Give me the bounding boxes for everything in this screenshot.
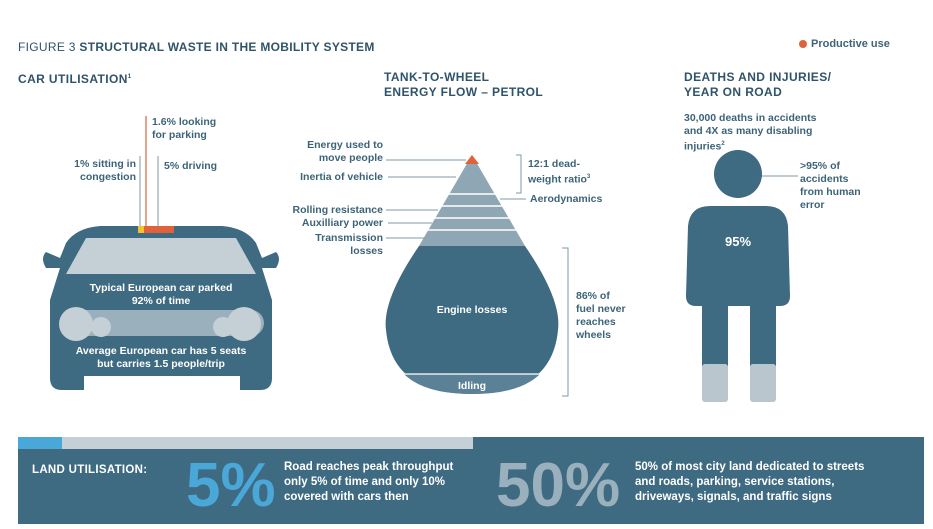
human-figure-illustration — [686, 150, 798, 402]
fuel-never-reaches-label: 86% of fuel never reaches wheels — [576, 290, 626, 341]
congestion-label: 1% sitting in congestion — [74, 158, 136, 183]
productive-use-legend-label: Productive use — [811, 38, 890, 50]
aerodynamics-label: Aerodynamics — [530, 193, 603, 205]
idling-label: Idling — [458, 380, 486, 392]
engine-losses-drop — [385, 246, 559, 394]
figure-left-leg-lower — [702, 364, 728, 402]
energy-people-label: Energy used to move people — [307, 139, 383, 164]
figure-head — [714, 150, 762, 198]
land-progress-track — [18, 437, 473, 449]
car-seat-4 — [227, 307, 261, 341]
figure-right-leg-lower — [750, 364, 776, 402]
car-windshield — [66, 238, 256, 274]
parking-label: 1.6% looking for parking — [152, 116, 217, 141]
driving-bar — [148, 226, 174, 233]
inertia-label: Inertia of vehicle — [300, 171, 383, 183]
parking-bar — [144, 226, 148, 233]
productive-energy-tip — [465, 155, 479, 164]
car-seat-1 — [59, 307, 93, 341]
transmission-losses-label: Transmission losses — [315, 232, 383, 257]
figure-title-text: STRUCTURAL WASTE IN THE MOBILITY SYSTEM — [79, 40, 375, 54]
human-error-pct: 95% — [724, 234, 752, 249]
congestion-bar — [138, 226, 144, 233]
productive-use-legend-dot — [799, 40, 807, 48]
land-utilisation-panel: LAND UTILISATION: 5% Road reaches peak t… — [18, 437, 924, 524]
auxiliary-power-label: Auxilliary power — [301, 217, 383, 229]
figure-label: FIGURE 3 — [18, 40, 76, 54]
land-utilisation-label: LAND UTILISATION: — [32, 464, 148, 476]
car-seat-2 — [91, 317, 111, 337]
idling-segment — [404, 374, 540, 394]
deaths-injuries-title: DEATHS AND INJURIES/ YEAR ON ROAD — [684, 70, 832, 99]
stat-5-percent: 5% — [186, 451, 276, 520]
rolling-resistance-label: Rolling resistance — [292, 204, 383, 216]
stat-50-description: 50% of most city land dedicated to stree… — [635, 461, 865, 503]
engine-losses-label: Engine losses — [436, 304, 508, 316]
deaths-label: 30,000 deaths in accidents and 4X as man… — [684, 112, 817, 153]
human-error-label: >95% of accidents from human error — [800, 160, 861, 211]
car-seats-band — [60, 310, 264, 336]
energy-drop-illustration — [385, 154, 569, 397]
tank-to-wheel-title: TANK-TO-WHEEL ENERGY FLOW – PETROL — [384, 70, 544, 99]
stat-50-percent: 50% — [496, 451, 621, 520]
car-illustration — [43, 116, 279, 390]
figure-title: FIGURE 3 STRUCTURAL WASTE IN THE MOBILIT… — [18, 40, 375, 54]
parked-time-label: Typical European car parked 92% of time — [89, 282, 233, 307]
energy-pyramid — [419, 155, 525, 246]
deadweight-ratio-label: 12:1 dead- weight ratio3 — [528, 158, 591, 186]
driving-label: 5% driving — [164, 160, 218, 172]
car-utilisation-title: CAR UTILISATION1 — [18, 72, 132, 86]
land-progress-fill — [18, 437, 62, 449]
figure-body — [686, 206, 790, 380]
seats-label: Average European car has 5 seats but car… — [75, 345, 247, 370]
stat-5-description: Road reaches peak throughput only 5% of … — [284, 461, 454, 503]
